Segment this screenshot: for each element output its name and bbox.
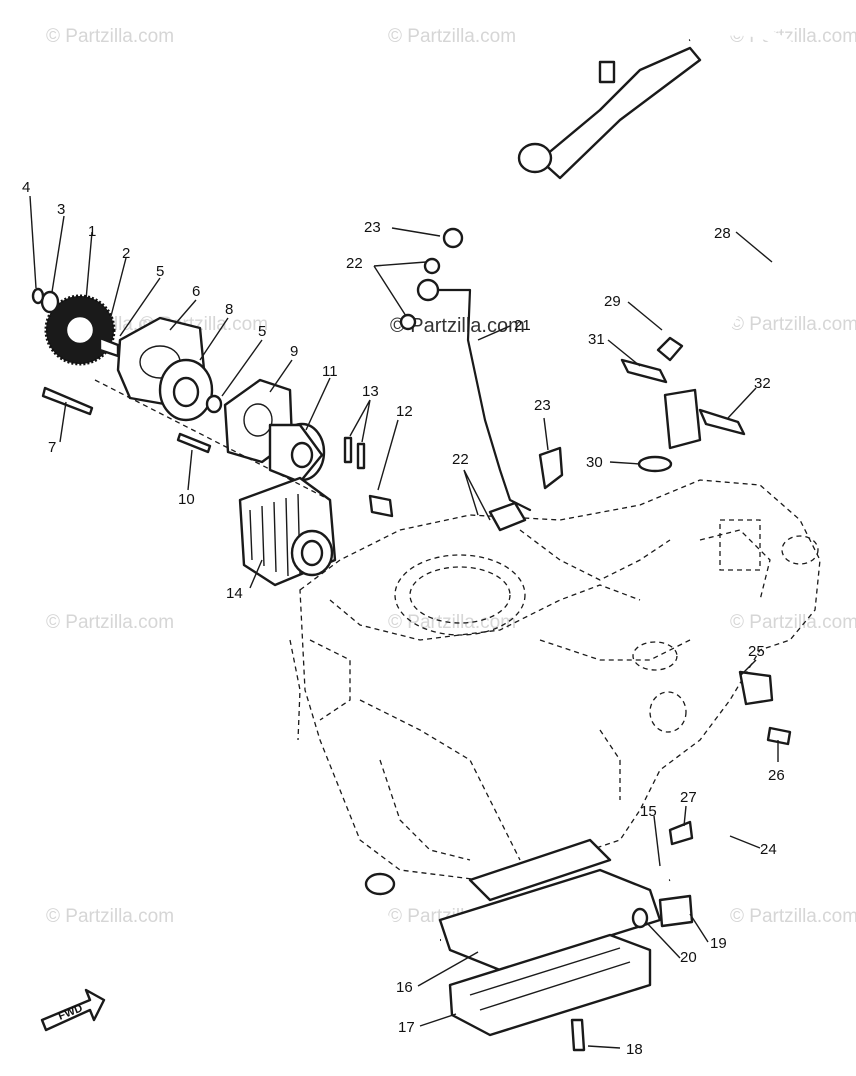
callout-3: 3 xyxy=(57,201,65,218)
watermark: © Partzilla.com xyxy=(46,906,174,927)
oil-pump-assembly xyxy=(31,287,394,587)
callout-25: 25 xyxy=(748,643,765,660)
callout-22: 22 xyxy=(452,451,469,468)
callout-13: 13 xyxy=(362,383,379,400)
watermark: © Partzilla.com xyxy=(46,612,174,633)
callout-19: 19 xyxy=(710,935,727,952)
callout-12: 12 xyxy=(396,403,413,420)
watermark: © Partzilla.com xyxy=(390,315,525,337)
washer xyxy=(31,287,45,305)
callout-4: 4 xyxy=(22,179,30,196)
callout-labels: 4 3 1 2 5 6 8 5 9 11 13 12 7 10 14 23 22… xyxy=(22,179,785,1058)
callout-23: 23 xyxy=(364,219,381,236)
callout-26: 26 xyxy=(768,767,785,784)
oil-hose-lower xyxy=(364,670,792,1052)
callout-6: 6 xyxy=(192,283,200,300)
watermark: © Partzilla.com xyxy=(730,612,856,633)
callout-15: 15 xyxy=(640,803,657,820)
callout-27: 27 xyxy=(680,789,697,806)
callout-17: 17 xyxy=(398,1019,415,1036)
callout-10: 10 xyxy=(178,491,195,508)
callout-20: 20 xyxy=(680,949,697,966)
callout-21: 21 xyxy=(514,317,531,334)
callout-14: 14 xyxy=(226,585,243,602)
callout-24: 24 xyxy=(760,841,777,858)
callout-1: 1 xyxy=(88,223,96,240)
strainer-cover xyxy=(438,868,662,972)
oil-hose-upper xyxy=(517,24,827,473)
callout-22: 22 xyxy=(346,255,363,272)
circlip xyxy=(40,290,60,314)
watermark: © Partzilla.com xyxy=(46,26,174,47)
callout-16: 16 xyxy=(396,979,413,996)
callout-28: 28 xyxy=(714,225,731,242)
watermark: © Partzilla.com xyxy=(730,906,856,927)
watermark-layer: © Partzilla.com © Partzilla.com © Partzi… xyxy=(46,26,856,927)
watermark: © Partzilla.com xyxy=(730,314,856,335)
callout-5: 5 xyxy=(156,263,164,280)
forward-direction-arrow: FWD xyxy=(40,988,106,1032)
callout-30: 30 xyxy=(586,454,603,471)
callout-2: 2 xyxy=(122,245,130,262)
oil-delivery-pipe xyxy=(399,227,564,532)
callout-5: 5 xyxy=(258,323,266,340)
callout-31: 31 xyxy=(588,331,605,348)
callout-23: 23 xyxy=(534,397,551,414)
callout-29: 29 xyxy=(604,293,621,310)
watermark: © Partzilla.com xyxy=(388,612,516,633)
callout-9: 9 xyxy=(290,343,298,360)
leader-lines xyxy=(29,195,779,1049)
callout-8: 8 xyxy=(225,301,233,318)
callout-18: 18 xyxy=(626,1041,643,1058)
callout-11: 11 xyxy=(322,363,338,380)
callout-7: 7 xyxy=(48,439,56,456)
callout-32: 32 xyxy=(754,375,771,392)
watermark: © Partzilla.com xyxy=(388,26,516,47)
pump-bolt xyxy=(41,386,94,416)
